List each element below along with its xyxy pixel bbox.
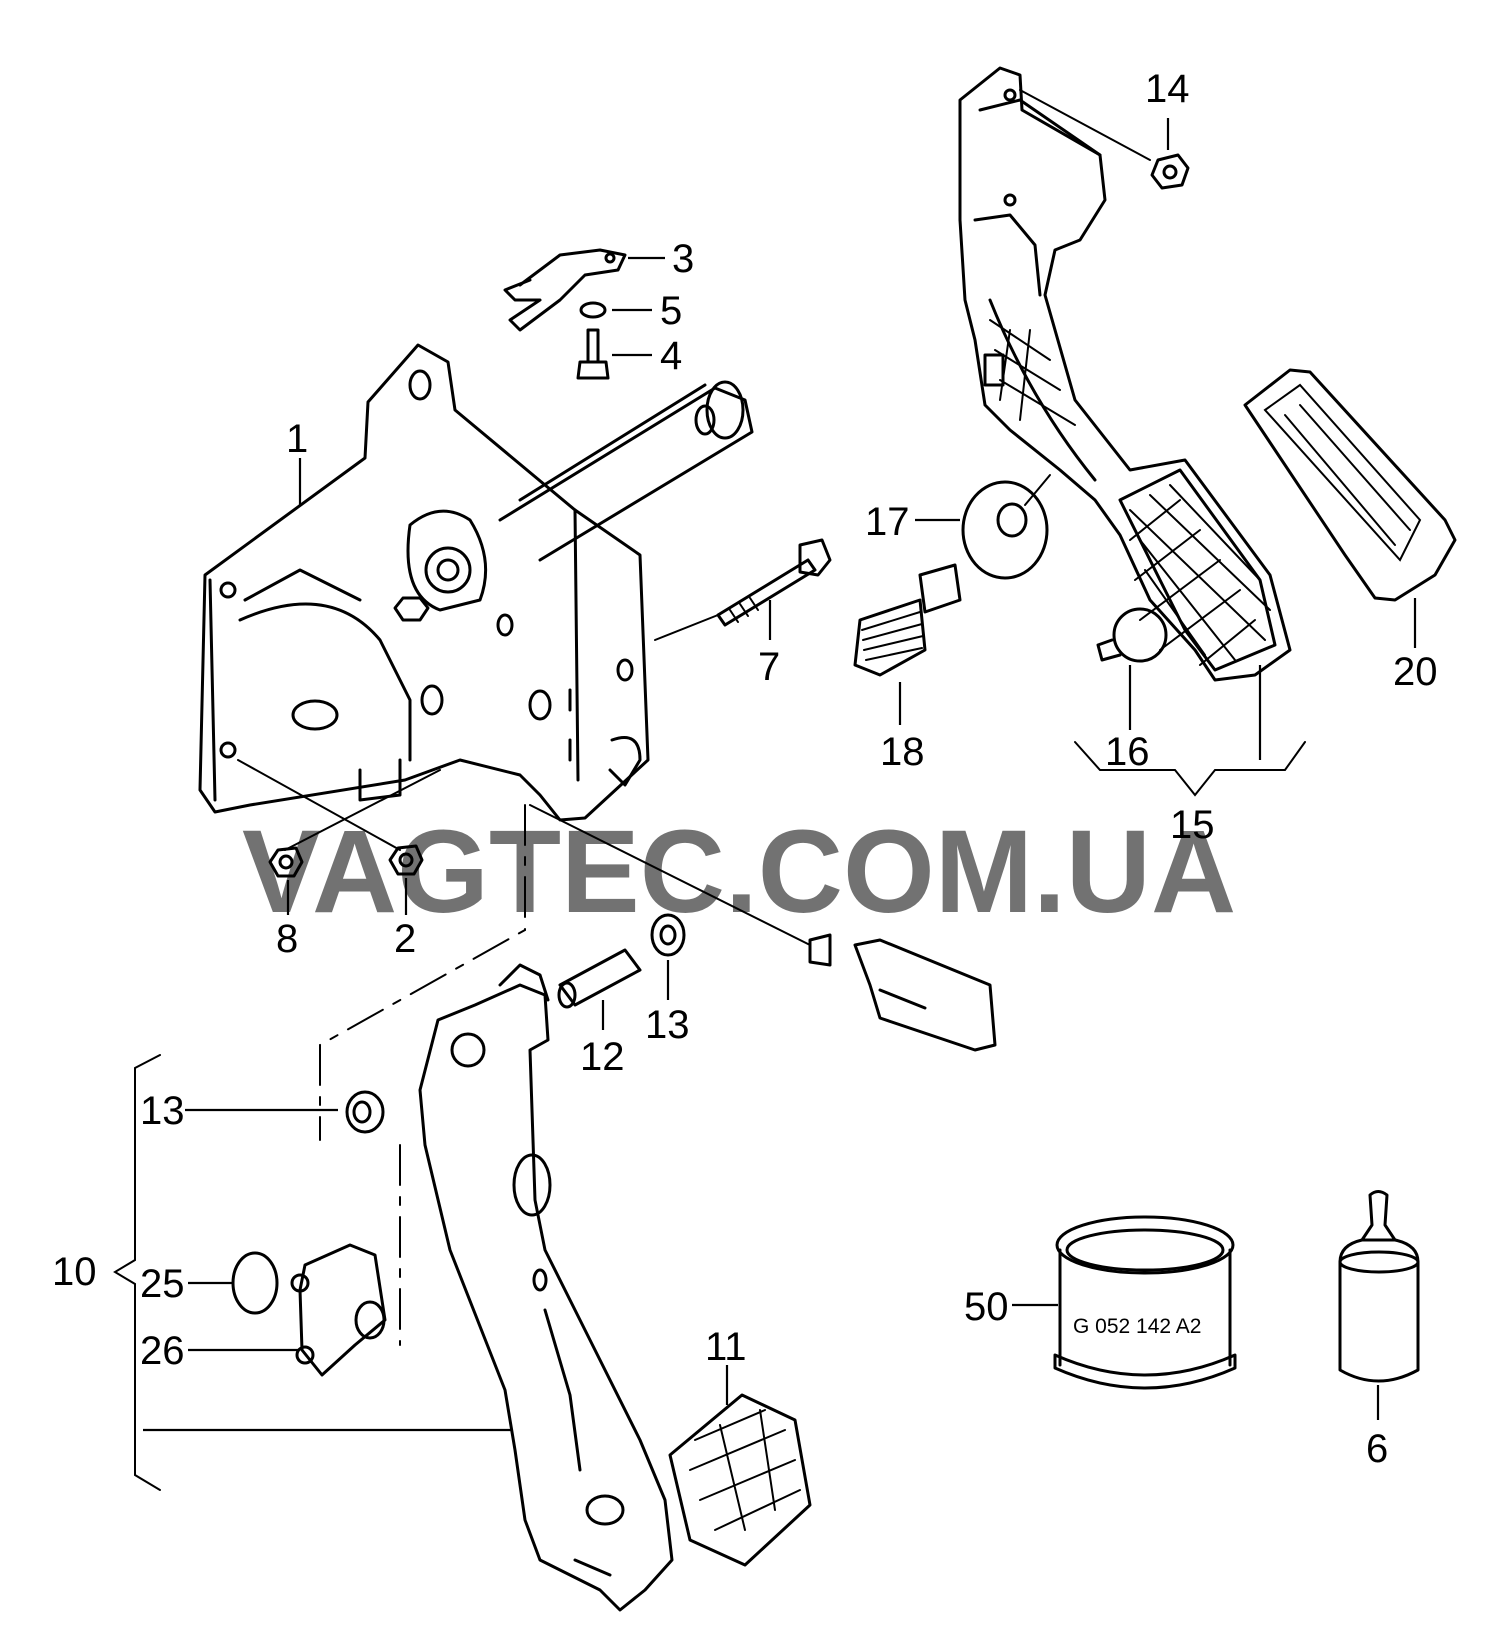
bolt-axis-line — [654, 614, 719, 641]
grease-tin-label: G 052 142 A2 — [1073, 1315, 1201, 1338]
nut-part-14 — [1150, 153, 1190, 190]
accelerator-pedal-part — [958, 66, 1292, 682]
bushing-part-13a — [345, 1090, 385, 1134]
callout-15: 15 — [1170, 803, 1215, 847]
stop-part-17 — [961, 480, 1049, 580]
bolt-part — [716, 538, 832, 627]
callout-18: 18 — [880, 730, 925, 774]
assembly-line-1 — [319, 804, 526, 1141]
knob-part-16 — [1096, 607, 1168, 663]
washer-part — [579, 301, 607, 319]
callout-10: 10 — [52, 1250, 97, 1294]
callout-20: 20 — [1393, 650, 1438, 694]
callout-25: 25 — [140, 1262, 185, 1306]
group-brace-15 — [1074, 741, 1306, 797]
pedal-cover-part-20 — [1243, 368, 1457, 602]
callout-5: 5 — [660, 289, 682, 333]
callout-12: 12 — [580, 1035, 625, 1079]
callout-8: 8 — [276, 917, 298, 961]
ring-part-25 — [231, 1251, 279, 1315]
stop-axis — [1024, 474, 1051, 506]
callout-2: 2 — [394, 917, 416, 961]
bushing-part-12 — [557, 948, 642, 1009]
nut-axis-line — [237, 759, 401, 851]
callout-4: 4 — [660, 334, 682, 378]
callout-1: 1 — [286, 417, 308, 461]
group-brace-10 — [113, 1054, 161, 1491]
callout-13b: 13 — [645, 1003, 690, 1047]
callout-14: 14 — [1145, 67, 1190, 111]
callout-17: 17 — [865, 500, 910, 544]
grease-tin-part-50: G 052 142 A2 — [1053, 1215, 1237, 1390]
pedal-bracket — [198, 343, 754, 822]
callout-16: 16 — [1105, 730, 1150, 774]
bottle-part-6 — [1338, 1190, 1420, 1383]
watermark-text: VAGTEC.COM.UA — [242, 806, 1236, 938]
bracket-part-26 — [290, 1243, 387, 1377]
callout-6: 6 — [1366, 1427, 1388, 1471]
callout-11: 11 — [705, 1325, 747, 1369]
callout-13a: 13 — [140, 1089, 185, 1133]
callout-50: 50 — [964, 1285, 1009, 1329]
nut-part-2 — [388, 844, 424, 876]
nut-14-axis — [1019, 89, 1151, 161]
callout-7: 7 — [758, 645, 780, 689]
callout-3: 3 — [672, 237, 694, 281]
clip-part — [503, 248, 627, 332]
buffer-part-18 — [853, 563, 962, 677]
pedal-pad-part-11 — [668, 1393, 812, 1567]
bushing-part-13b — [650, 913, 686, 957]
callout-26: 26 — [140, 1329, 185, 1373]
nut-axis-line-2 — [284, 769, 441, 851]
brake-pedal-part — [418, 963, 674, 1612]
screw-part — [576, 328, 610, 380]
nut-part-8 — [268, 846, 304, 878]
pedal-switch-part — [529, 804, 997, 1052]
